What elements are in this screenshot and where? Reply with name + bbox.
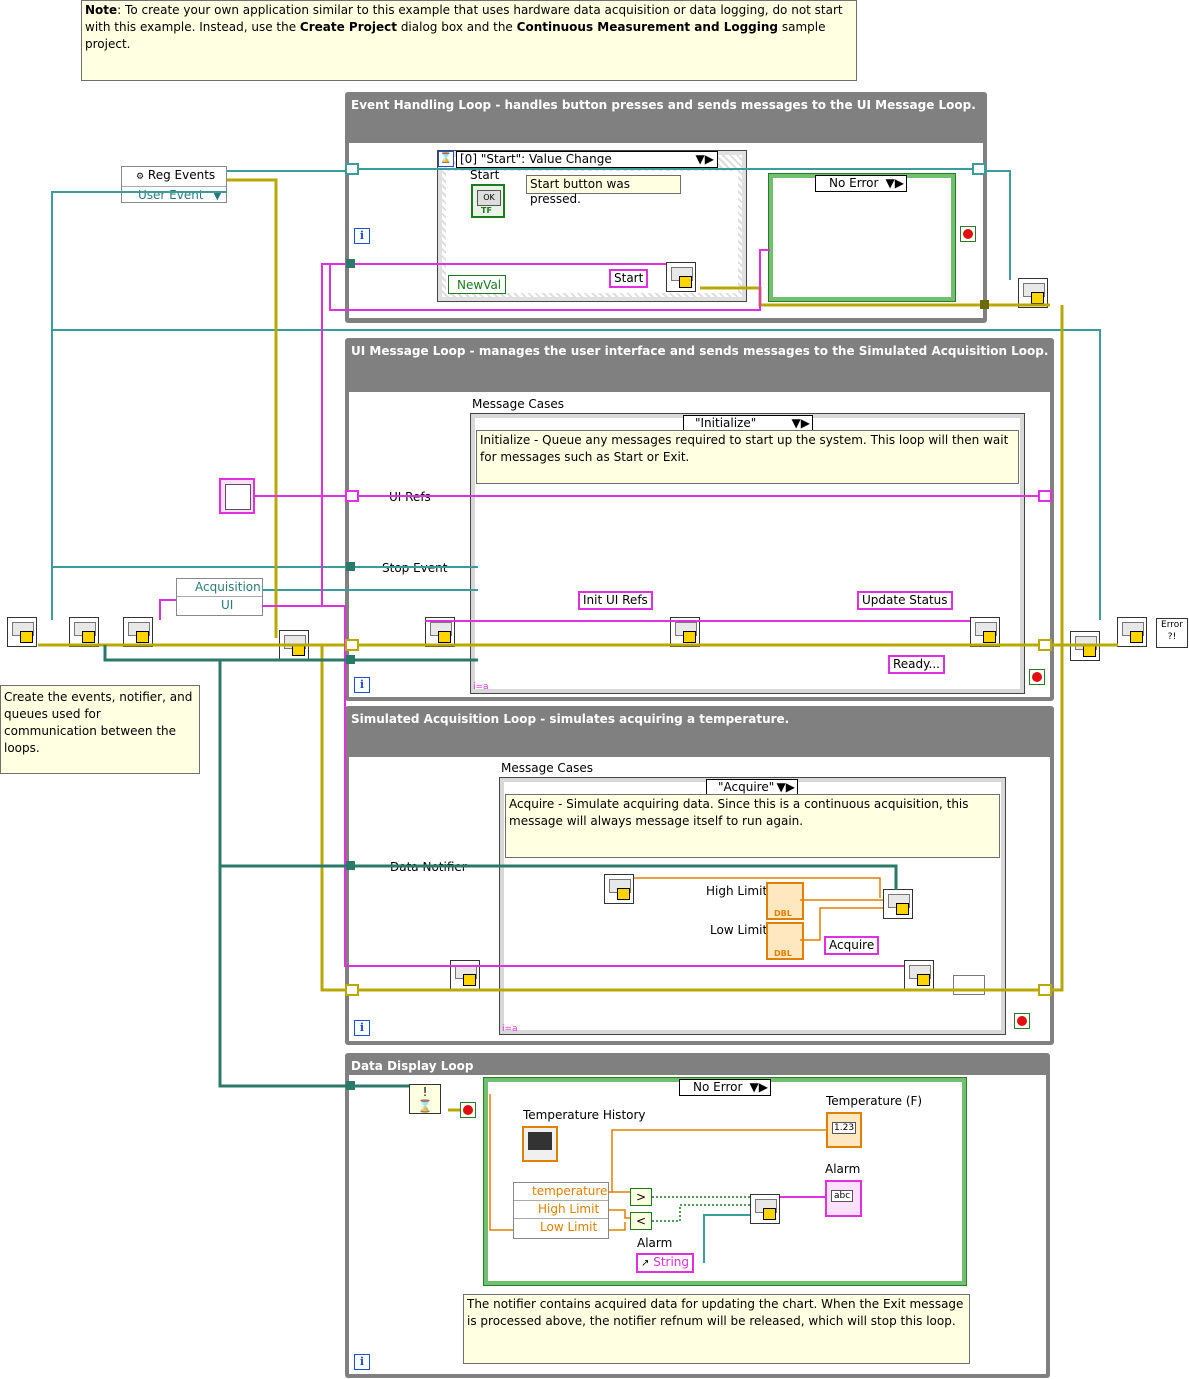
temperature-f-label: Temperature (F) <box>826 1094 923 1108</box>
acq-loop-stop-terminal[interactable] <box>1014 1013 1030 1029</box>
display-error-selector[interactable]: No Error ▼▶ <box>679 1079 771 1096</box>
wait-on-notification-vi[interactable]: !⌛ <box>409 1084 441 1114</box>
merge-errors-vi[interactable] <box>1070 631 1100 661</box>
stop-event-label: Stop Event <box>382 561 448 575</box>
temperature-history-label: Temperature History <box>523 1108 646 1122</box>
ready-constant[interactable]: Ready... <box>888 655 945 674</box>
less-than-node[interactable]: < <box>630 1212 652 1230</box>
temperature-history-chart-terminal[interactable] <box>522 1126 558 1162</box>
low-limit-control[interactable]: DBL <box>766 922 804 960</box>
ui-iteration-label: i=a <box>473 682 489 692</box>
event-loop-iteration-icon: i <box>354 228 370 244</box>
ui-message-cases-label: Message Cases <box>472 397 565 411</box>
create-notifier-vi[interactable] <box>69 617 99 647</box>
reg-events-icon: ⚙ <box>136 172 145 182</box>
acquire-comment: Acquire - Simulate acquiring data. Since… <box>505 794 1000 858</box>
event-error-case[interactable] <box>768 173 956 302</box>
create-queues-vi[interactable] <box>123 617 153 647</box>
top-note: Note: To create your own application sim… <box>81 0 857 81</box>
start-button-terminal[interactable]: OK TF <box>471 184 505 218</box>
bottom-note: The notifier contains acquired data for … <box>463 1294 970 1364</box>
release-queues-vi[interactable] <box>1117 617 1147 647</box>
ui-refs-init-vi[interactable] <box>219 478 255 514</box>
acq-loop-iteration-icon: i <box>354 1020 370 1036</box>
data-notifier-label: Data Notifier <box>390 860 467 874</box>
start-message-constant[interactable]: Start <box>609 269 649 288</box>
queue-cluster[interactable]: Acquisition UI <box>176 578 263 616</box>
start-label: Start <box>470 168 500 182</box>
display-loop-stop-terminal[interactable] <box>460 1102 476 1118</box>
selector-arrows-icon[interactable]: ▼▶ <box>791 416 810 430</box>
enqueue-init-ui-vi[interactable] <box>670 617 700 647</box>
selector-arrows-icon[interactable]: ▼▶ <box>695 152 714 166</box>
selector-arrows-icon[interactable]: ▼▶ <box>776 780 795 794</box>
event-loop-stop-terminal[interactable] <box>960 226 976 242</box>
destroy-user-event-vi[interactable] <box>1018 278 1048 308</box>
reg-events-node[interactable]: ⚙ Reg Events User Event▼ <box>121 166 227 203</box>
unbundle-low-limit: Low Limit <box>540 1220 598 1234</box>
initialize-comment: Initialize - Queue any messages required… <box>476 430 1019 484</box>
temperature-f-indicator: 1.23 <box>826 1112 862 1148</box>
dropdown-arrow-icon[interactable]: ▼ <box>212 188 222 202</box>
high-limit-control[interactable]: DBL <box>766 882 804 920</box>
chart-icon <box>528 1132 552 1150</box>
send-notification-vi[interactable] <box>883 889 913 919</box>
select-alarm-vi[interactable] <box>750 1194 780 1224</box>
enqueue-start-vi[interactable] <box>666 262 696 292</box>
selector-arrows-icon[interactable]: ▼▶ <box>749 1080 768 1094</box>
queue-acquisition: Acquisition <box>177 579 262 597</box>
note-label: Note <box>85 3 118 17</box>
event-timeout-icon: ⌛ <box>438 151 454 167</box>
event-case-selector[interactable]: [0] "Start": Value Change ▼▶ <box>456 151 718 168</box>
acq-loop-title: Simulated Acquisition Loop - simulates a… <box>351 712 790 726</box>
enqueue-initialize-vi[interactable] <box>279 630 309 660</box>
acq-message-cases-label: Message Cases <box>501 761 594 775</box>
low-limit-label: Low Limit <box>710 923 768 937</box>
error-handler-vi[interactable]: Error?! <box>1156 618 1188 648</box>
enqueue-acquire-vi[interactable] <box>904 960 934 990</box>
property-node-icon: ↗ <box>641 1258 650 1269</box>
reg-events-item[interactable]: User Event▼ <box>138 188 222 202</box>
alarm-indicator-label: Alarm <box>825 1162 861 1176</box>
queue-ui: UI <box>221 598 234 612</box>
init-ui-refs-constant[interactable]: Init UI Refs <box>578 591 653 610</box>
ui-loop-stop-terminal[interactable] <box>1029 669 1045 685</box>
display-loop-iteration-icon: i <box>354 1354 370 1370</box>
event-error-selector[interactable]: No Error ▼▶ <box>815 175 907 192</box>
ui-loop-iteration-icon: i <box>354 677 370 693</box>
unbundle-temperature: temperature <box>514 1183 608 1201</box>
ui-loop-title: UI Message Loop - manages the user inter… <box>351 344 1049 358</box>
unbundle-by-name[interactable]: temperature High Limit Low Limit <box>513 1182 609 1239</box>
alarm-string-constant[interactable]: ↗ String <box>636 1253 695 1273</box>
acquire-message-constant[interactable]: Acquire <box>824 936 880 955</box>
alarm-indicator: abc <box>825 1180 862 1217</box>
dequeue-ui-vi[interactable] <box>425 617 455 647</box>
create-user-event-vi[interactable] <box>7 617 37 647</box>
dequeue-acq-vi[interactable] <box>450 960 480 990</box>
start-comment: Start button was pressed. <box>526 175 681 206</box>
enqueue-update-status-vi[interactable] <box>970 617 1000 647</box>
newval-terminal: NewVal <box>448 275 506 294</box>
acq-error-bundle[interactable] <box>953 975 985 995</box>
update-status-constant[interactable]: Update Status <box>857 591 953 610</box>
greater-than-node[interactable]: > <box>630 1188 652 1206</box>
unbundle-high-limit: High Limit <box>514 1201 608 1219</box>
simulate-temperature-vi[interactable] <box>604 874 634 904</box>
high-limit-label: High Limit <box>706 884 768 898</box>
alarm-constant-label: Alarm <box>637 1236 673 1250</box>
ui-refs-label: UI Refs <box>389 490 431 504</box>
selector-arrows-icon[interactable]: ▼▶ <box>885 176 904 190</box>
event-loop-title: Event Handling Loop - handles button pre… <box>351 98 976 112</box>
left-note: Create the events, notifier, and queues … <box>0 685 200 774</box>
acq-iteration-label: i=a <box>502 1024 518 1034</box>
display-loop-title: Data Display Loop <box>351 1059 474 1073</box>
reg-events-title: ⚙ Reg Events <box>122 167 226 187</box>
error-icon: Error <box>1161 620 1183 630</box>
